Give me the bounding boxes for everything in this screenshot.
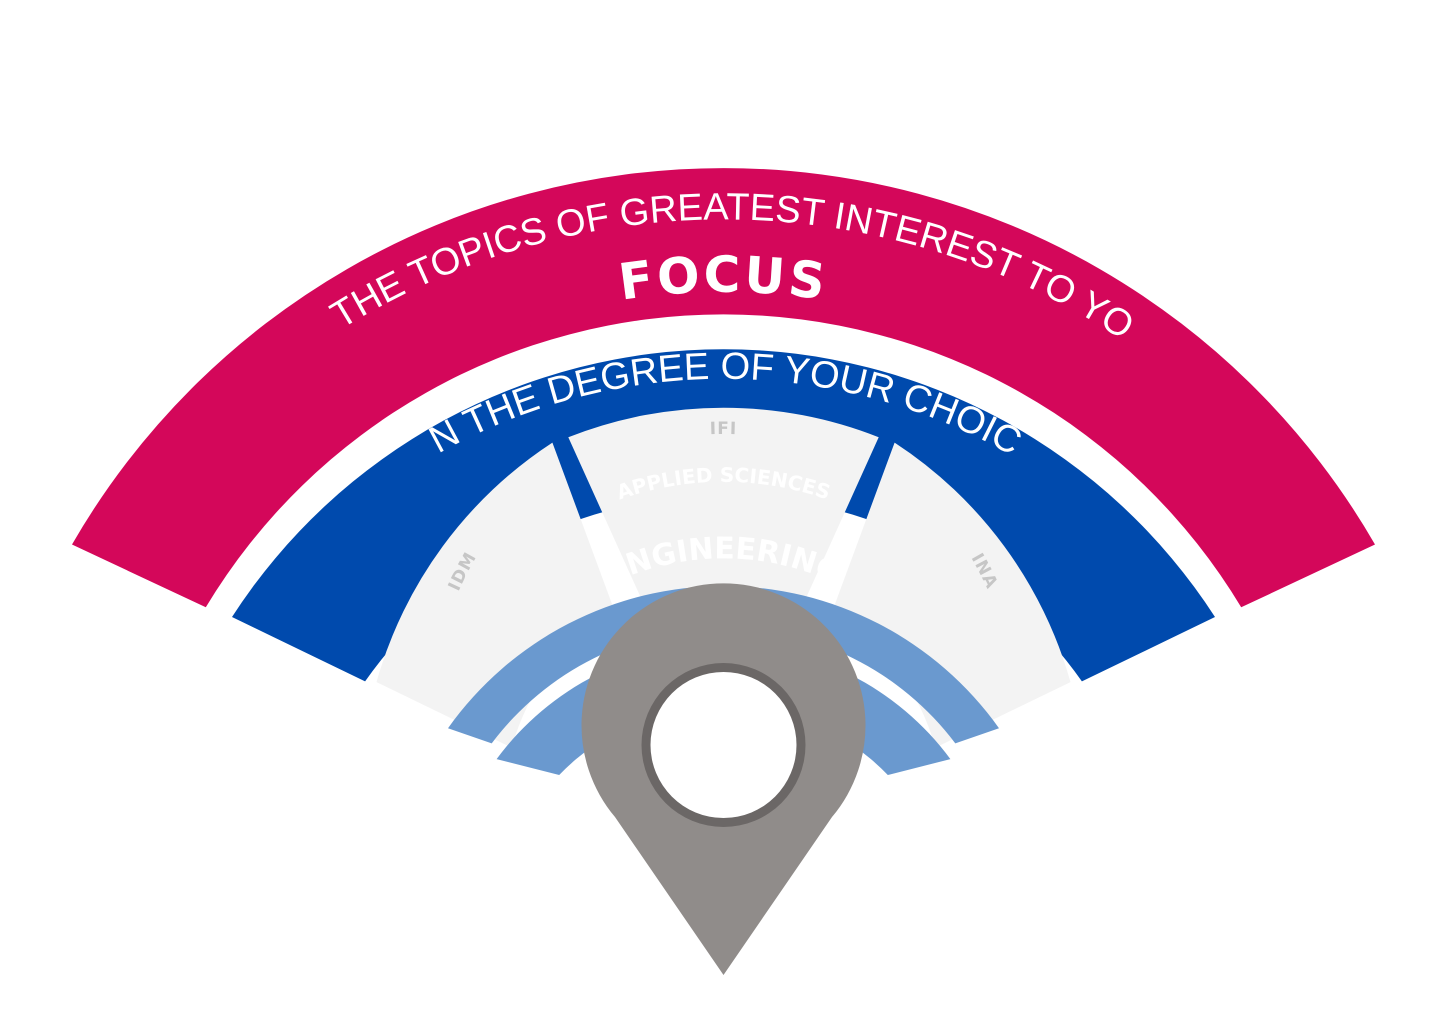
segment-ina: [833, 442, 1071, 748]
focus-title: FOCUS: [615, 246, 828, 312]
location-pin-icon: [581, 583, 866, 975]
svg-text:FOCUS: FOCUS: [615, 246, 831, 312]
segment-ifi: [568, 407, 879, 604]
specialization-band: [72, 168, 1375, 608]
applied-sciences-band: [448, 586, 999, 744]
focus-band: [232, 349, 1215, 682]
segment-ifi-label: IFI: [709, 419, 736, 439]
svg-text:IFI: IFI: [709, 419, 737, 439]
segment-idm: [376, 442, 614, 748]
